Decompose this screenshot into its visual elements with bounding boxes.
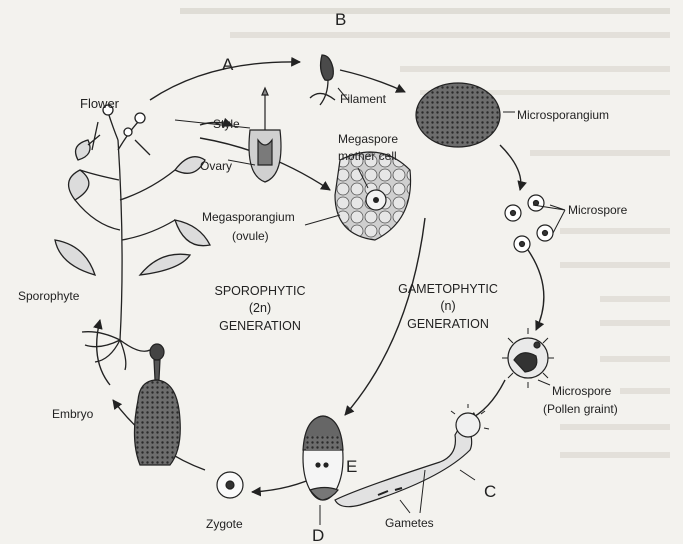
sporophytic-line-1: SPOROPHYTIC: [215, 284, 306, 298]
sporophytic-line-2: (2n): [249, 301, 271, 315]
label-microspore-pollen-2: (Pollen graint): [543, 402, 618, 416]
gametophytic-line-1: GAMETOPHYTIC: [398, 282, 498, 296]
label-flower: Flower: [80, 96, 120, 111]
pollen-tube-illustration: [335, 404, 489, 507]
label-filament: Filament: [340, 92, 387, 106]
zygote-illustration: [217, 472, 243, 498]
label-megaspore-mother-cell-2: mother cell: [338, 149, 397, 163]
arrow-embryo-to-sporophyte: [97, 320, 110, 385]
pistil-illustration: [249, 88, 281, 182]
gametophytic-line-3: GENERATION: [407, 317, 489, 331]
microspore-cells: [505, 195, 553, 252]
stamen-illustration: [310, 55, 335, 105]
label-gametes: Gametes: [385, 516, 434, 530]
label-ovary: Ovary: [200, 159, 232, 173]
stage-letter-d: D: [312, 526, 324, 544]
microsporangium-illustration: [416, 83, 500, 147]
sporophytic-line-3: GENERATION: [219, 319, 301, 333]
label-embryo: Embryo: [52, 407, 94, 421]
label-sporophyte: Sporophyte: [18, 289, 80, 303]
label-megasporangium-1: Megasporangium: [202, 210, 295, 224]
arrow-filament-to-microsporangium: [340, 70, 405, 92]
sporophyte-plant-illustration: [55, 105, 210, 370]
gametophytic-line-2: (n): [440, 299, 455, 313]
embryo-sac-illustration: [303, 416, 343, 500]
stage-letter-a: A: [222, 55, 234, 74]
label-zygote: Zygote: [206, 517, 243, 531]
gametophytic-generation-label: GAMETOPHYTIC (n) GENERATION: [398, 282, 498, 331]
label-microspore-pollen-1: Microspore: [552, 384, 612, 398]
stage-letter-c: C: [484, 482, 496, 501]
pollen-grain-illustration: [502, 328, 554, 388]
label-microspore: Microspore: [568, 203, 628, 217]
embryo-illustration: [134, 344, 180, 465]
label-microsporangium: Microsporangium: [517, 108, 609, 122]
label-megaspore-mother-cell-1: Megaspore: [338, 132, 398, 146]
arrow-microspores-to-pollen: [528, 250, 544, 330]
label-style: Style: [213, 117, 240, 131]
label-megasporangium-2: (ovule): [232, 229, 269, 243]
stage-letter-e: E: [346, 457, 357, 476]
stage-letter-b: B: [335, 10, 346, 29]
sporophytic-generation-label: SPOROPHYTIC (2n) GENERATION: [215, 284, 306, 333]
megasporangium-illustration: [335, 152, 411, 240]
arrow-microsporangium-to-microspores: [500, 145, 521, 190]
